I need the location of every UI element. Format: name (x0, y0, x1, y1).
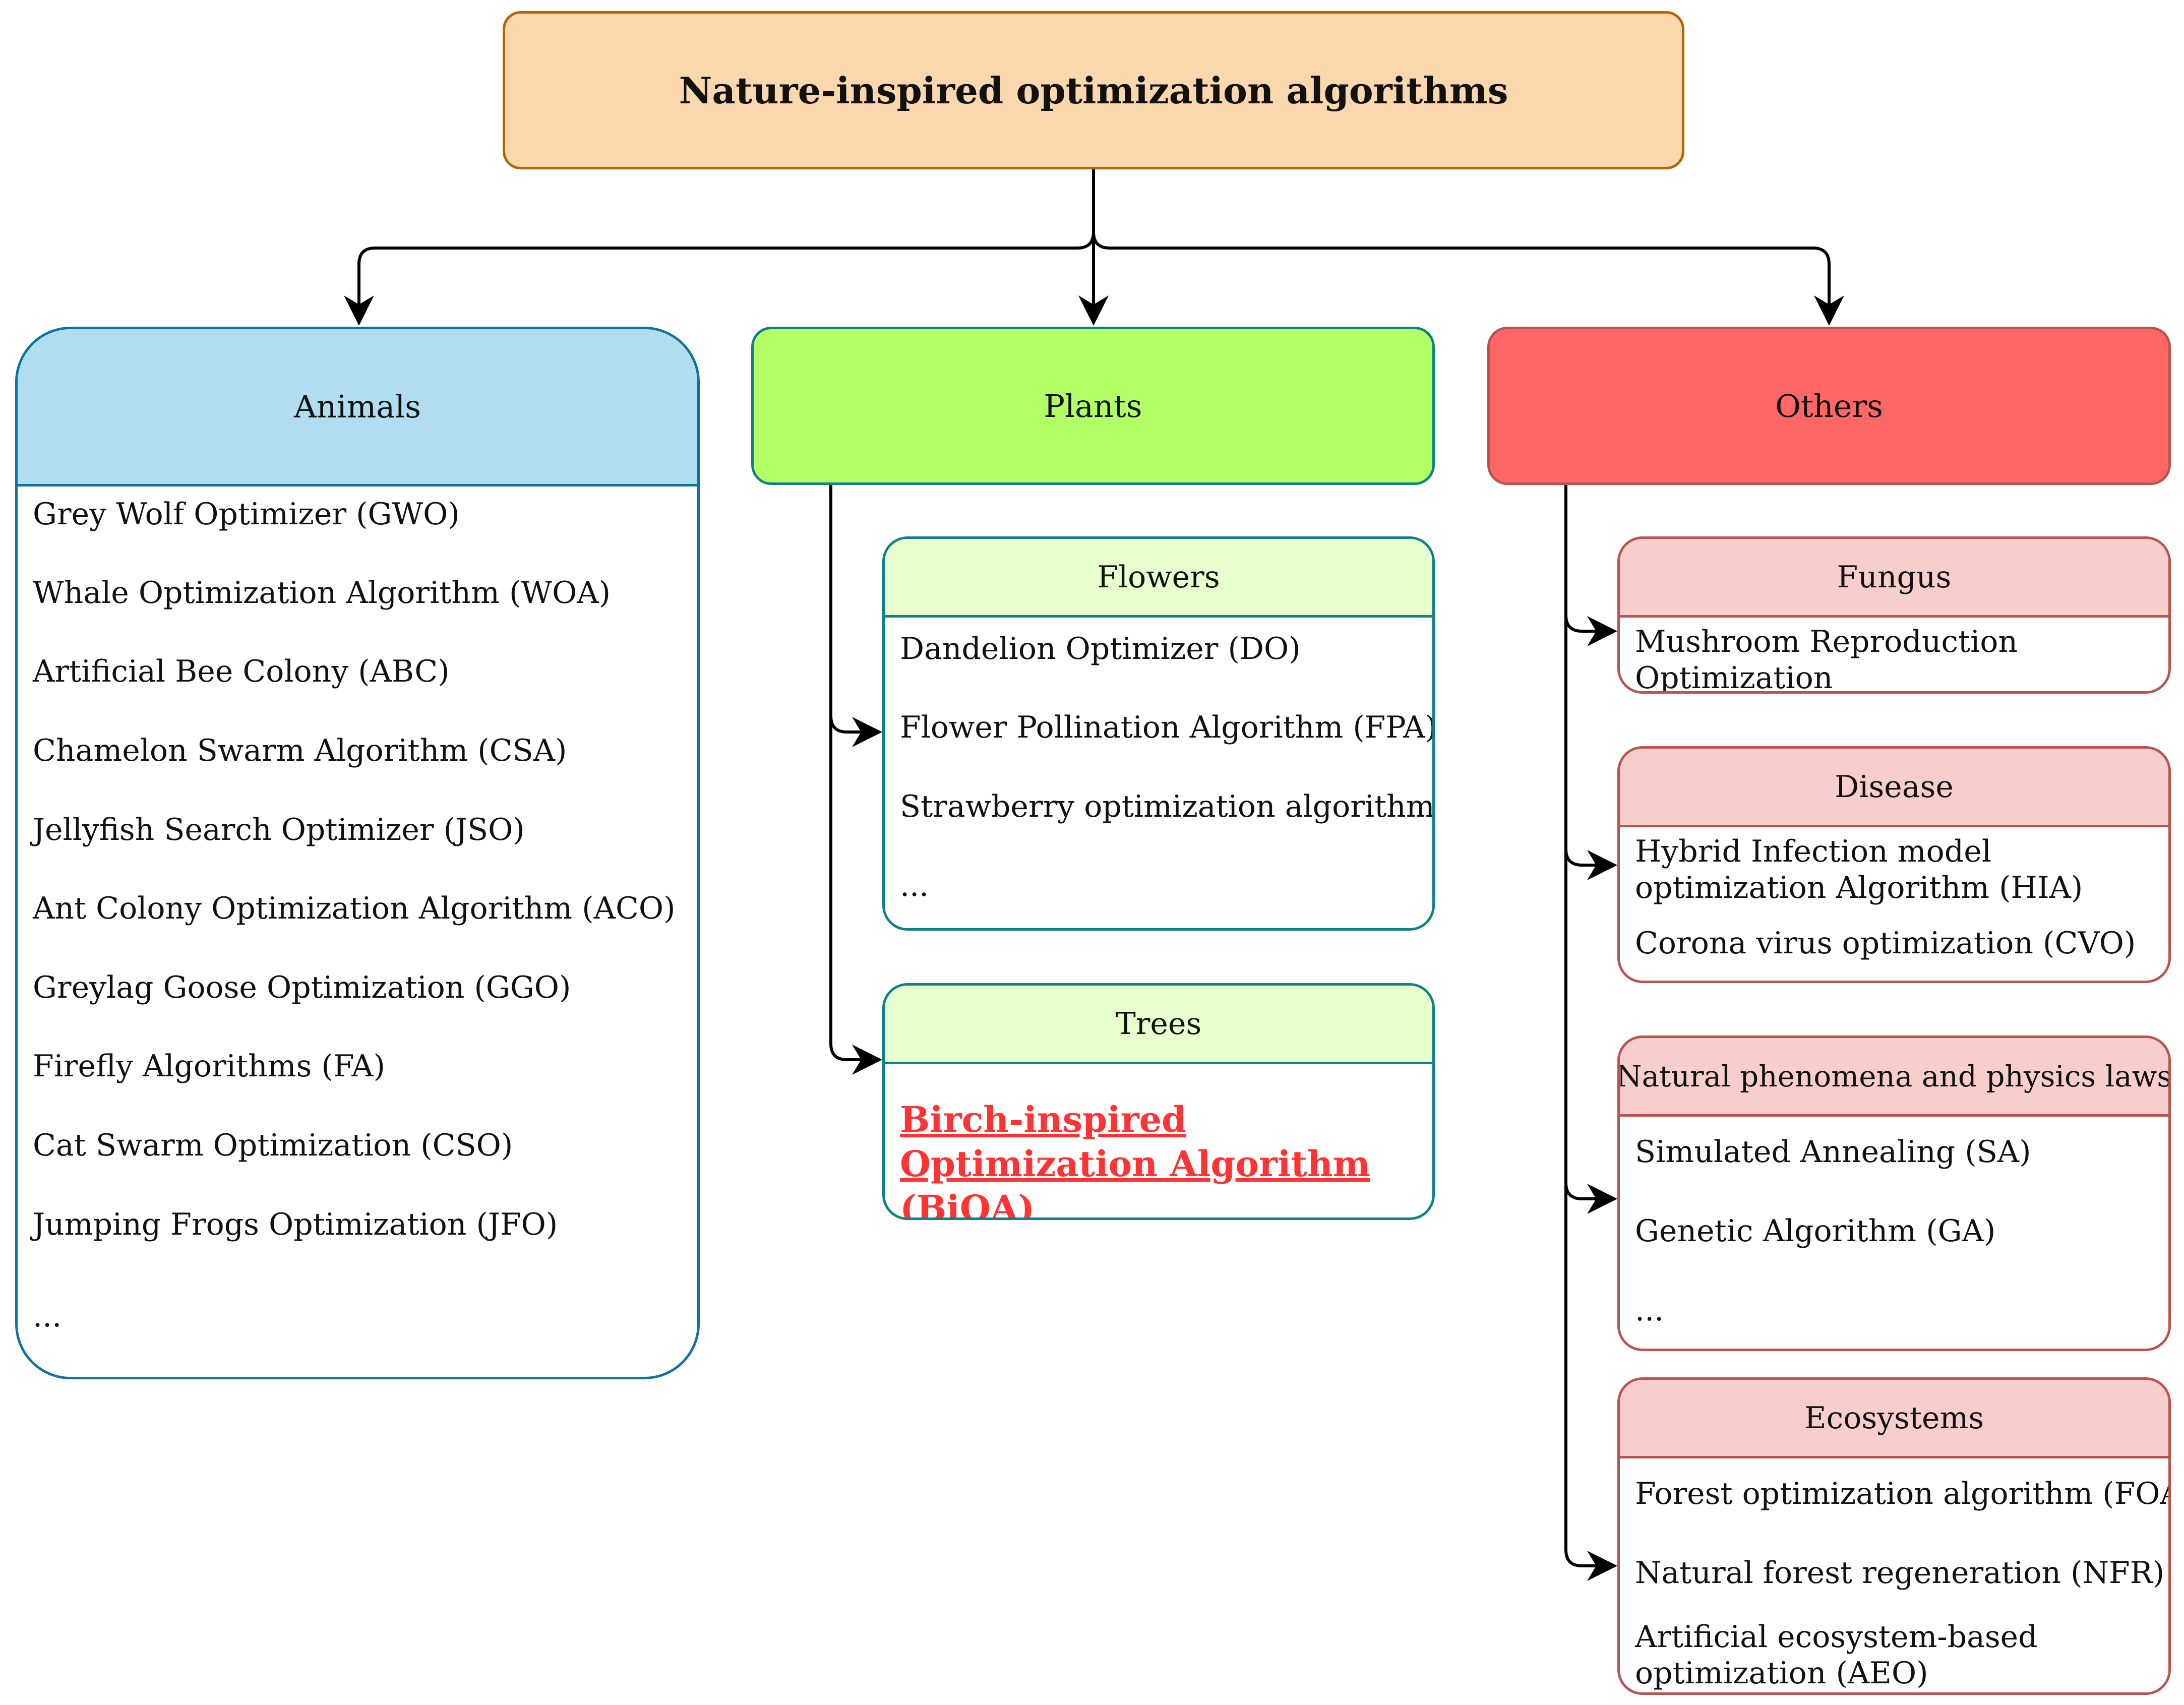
edge-others-fungus (1564, 485, 1617, 646)
disease-item: Hybrid Infection model optimization Algo… (1635, 834, 2083, 905)
plants-title: Plants (1044, 387, 1142, 424)
fungus-item: Mushroom Reproduction Optimization (1635, 624, 2018, 694)
flower-item: Flower Pollination Algorithm (FPA) (900, 710, 1435, 745)
animal-item: Grey Wolf Optimizer (GWO) (33, 497, 460, 532)
edge-root-animals (344, 169, 1095, 326)
disease-item: Corona virus optimization (CVO) (1635, 926, 2136, 961)
ecosystem-item: Artificial ecosystem-based optimization … (1635, 1619, 2038, 1691)
animal-item: Ant Colony Optimization Algorithm (ACO) (33, 891, 676, 926)
animal-item: Jellyfish Search Optimizer (JSO) (33, 812, 525, 847)
bioa-highlight-link[interactable]: Birch-inspired Optimization Algorithm (B… (900, 1099, 1370, 1220)
animal-item: Artificial Bee Colony (ABC) (33, 654, 450, 689)
disease-header: Disease (1620, 749, 2168, 827)
edge-others-disease (1564, 485, 1617, 880)
edge-others-natural (1564, 485, 1617, 1214)
edge-root-others (1092, 169, 1844, 326)
animal-item: Jumping Frogs Optimization (JFO) (33, 1207, 558, 1242)
fungus-header: Fungus (1620, 539, 2168, 618)
trees-node: Trees Birch-inspired Optimization Algori… (882, 983, 1435, 1220)
ecosystems-title: Ecosystems (1804, 1400, 1984, 1436)
animals-title: Animals (294, 388, 421, 425)
edge-plants-flowers (829, 485, 882, 747)
flowers-title: Flowers (1097, 559, 1220, 595)
disease-title: Disease (1835, 769, 1954, 805)
natural-phenomena-node: Natural phenomena and physics laws Simul… (1617, 1036, 2171, 1351)
animals-header: Animals (18, 329, 697, 486)
root-title: Nature-inspired optimization algorithms (679, 69, 1508, 112)
animal-item: Whale Optimization Algorithm (WOA) (33, 575, 611, 611)
flowers-header: Flowers (885, 539, 1432, 618)
edge-others-ecosystems (1564, 485, 1617, 1581)
ecosystems-node: Ecosystems Forest optimization algorithm… (1617, 1377, 2171, 1695)
fungus-title: Fungus (1837, 559, 1952, 595)
animal-item: ... (33, 1299, 62, 1334)
natural-phenomena-title: Natural phenomena and physics laws (1617, 1059, 2171, 1093)
root-node: Nature-inspired optimization algorithms (503, 11, 1684, 169)
flower-item: ... (900, 868, 929, 903)
ecosystems-header: Ecosystems (1620, 1380, 2168, 1458)
trees-header: Trees (885, 986, 1432, 1064)
flowers-node: Flowers Dandelion Optimizer (DO) Flower … (882, 536, 1435, 931)
others-node: Others (1487, 327, 2171, 485)
plants-node: Plants (751, 327, 1435, 485)
natural-item: Simulated Annealing (SA) (1635, 1134, 2031, 1170)
ecosystem-item: Forest optimization algorithm (FOA) (1635, 1476, 2171, 1511)
trees-title: Trees (1115, 1006, 1202, 1042)
natural-item: Genetic Algorithm (GA) (1635, 1213, 1996, 1249)
ecosystem-item: Natural forest regeneration (NFR) (1635, 1555, 2165, 1591)
flower-item: Strawberry optimization algorithm (900, 789, 1435, 824)
natural-item: ... (1635, 1293, 1664, 1328)
animal-item: Chamelon Swarm Algorithm (CSA) (33, 733, 567, 768)
edge-plants-trees (829, 485, 882, 1075)
animal-item: Firefly Algorithms (FA) (33, 1049, 385, 1084)
animal-item: Greylag Goose Optimization (GGO) (33, 970, 571, 1005)
natural-phenomena-header: Natural phenomena and physics laws (1620, 1038, 2168, 1117)
animals-node: Animals Grey Wolf Optimizer (GWO) Whale … (15, 327, 700, 1379)
animal-item: Cat Swarm Optimization (CSO) (33, 1128, 513, 1163)
others-title: Others (1775, 387, 1883, 424)
fungus-node: Fungus Mushroom Reproduction Optimizatio… (1617, 536, 2171, 694)
disease-node: Disease Hybrid Infection model optimizat… (1617, 746, 2171, 983)
flower-item: Dandelion Optimizer (DO) (900, 631, 1301, 666)
